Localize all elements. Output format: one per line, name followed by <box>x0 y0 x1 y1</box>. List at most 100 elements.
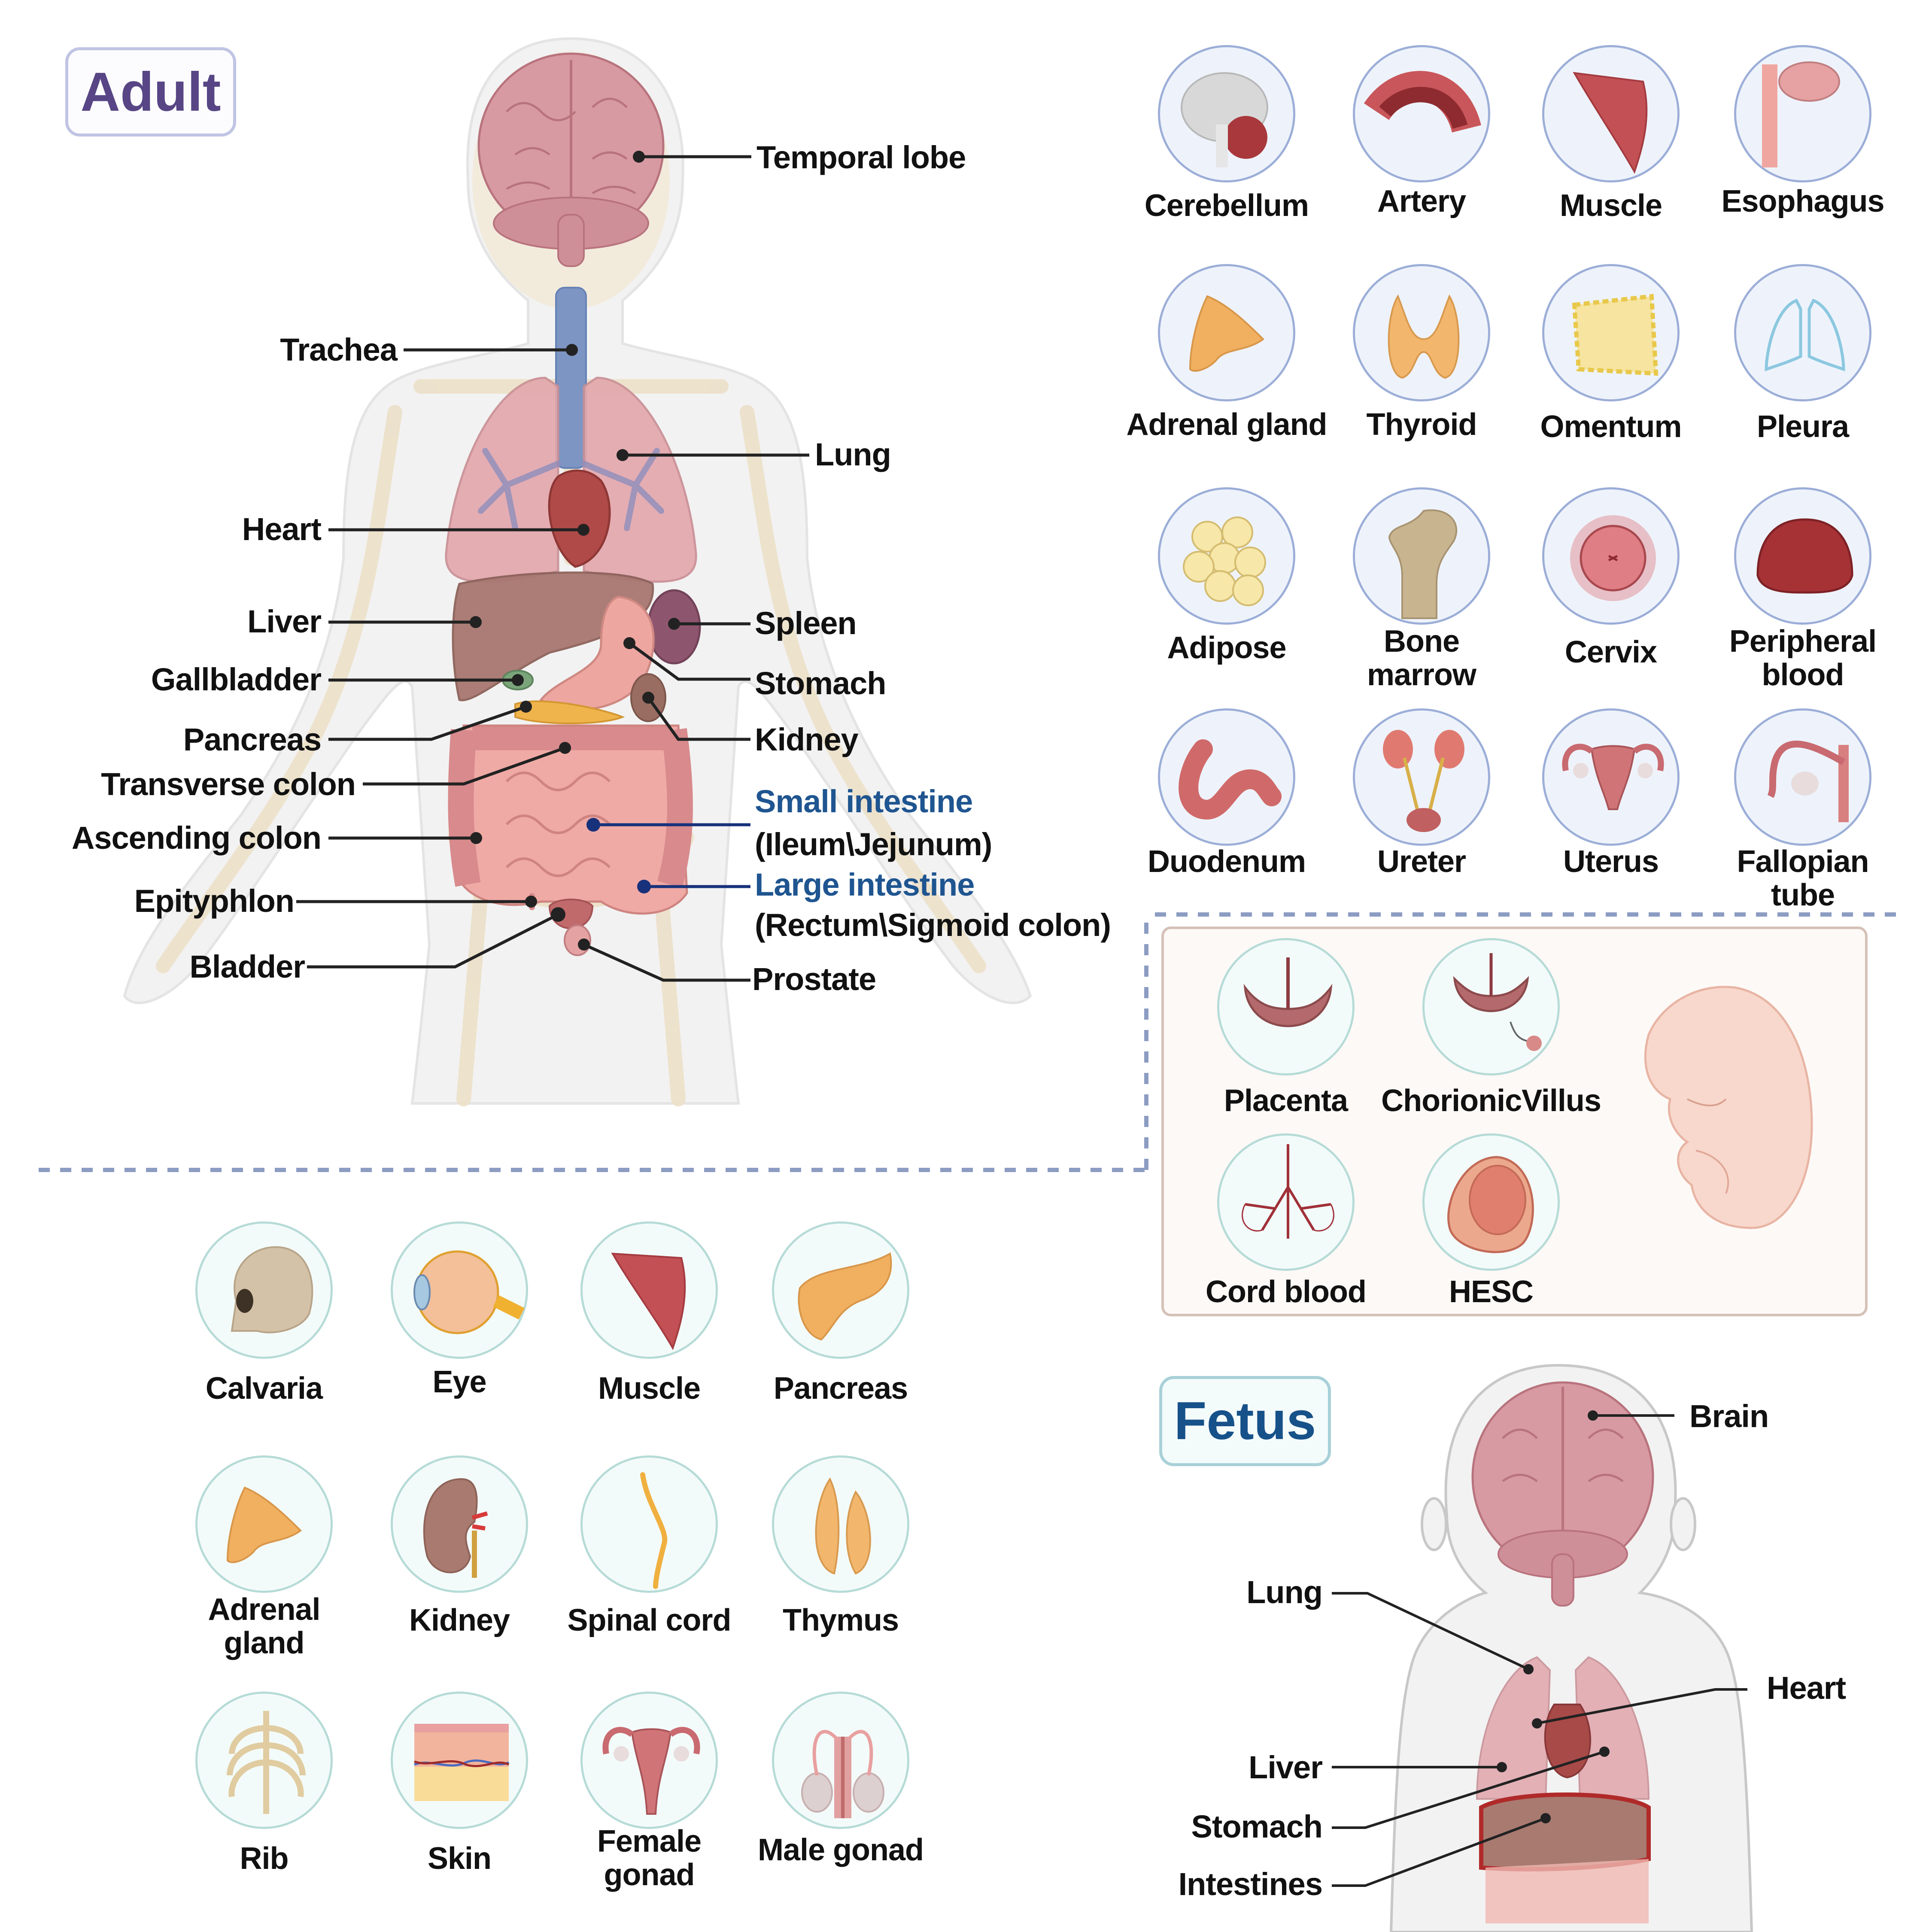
thymus-icon <box>772 1455 909 1593</box>
caption-line: tube <box>1771 878 1835 912</box>
label-spleen: Spleen <box>755 605 857 641</box>
tissue-label: Muscle <box>1559 188 1662 223</box>
label-pancreas: Pancreas <box>183 722 322 757</box>
label-ascending-colon: Ascending colon <box>71 820 322 856</box>
fetus-label-lung: Lung <box>1246 1574 1323 1610</box>
duodenum-icon <box>1158 708 1295 846</box>
liver <box>452 571 654 702</box>
label-liver: Liver <box>247 604 322 639</box>
label-heart: Heart <box>242 511 322 547</box>
male-reproductive-icon <box>772 1692 909 1829</box>
muscle-icon <box>1542 45 1680 182</box>
label-stomach: Stomach <box>755 665 887 701</box>
kidney-icon <box>391 1455 528 1593</box>
pleura-icon <box>1734 264 1871 401</box>
label-gallbladder: Gallbladder <box>151 662 322 697</box>
tissue-label: Thyroid <box>1366 407 1477 442</box>
bone-marrow-icon <box>1353 487 1490 625</box>
tissue-label: Kidney <box>409 1603 510 1637</box>
fetus-label-intestines: Intestines <box>1178 1866 1323 1902</box>
tissue-label: Muscle <box>598 1371 701 1406</box>
tissue-label: Adrenal gland <box>1126 407 1327 442</box>
label-lung: Lung <box>815 437 891 472</box>
adult-body-illustration <box>123 37 1032 1106</box>
fetus-liver <box>1479 1792 1651 1871</box>
caption-line: Female <box>597 1824 702 1859</box>
ribcage-icon <box>195 1692 333 1829</box>
fetus-title: Fetus <box>1174 1391 1316 1451</box>
heart <box>548 469 611 568</box>
leader-dots-blue <box>586 818 651 893</box>
label-temporal-lobe: Temporal lobe <box>756 140 966 175</box>
label-transverse-colon: Transverse colon <box>101 766 356 802</box>
chorionic-villus-icon <box>1422 938 1560 1075</box>
blood-cell-icon <box>1734 487 1871 625</box>
trachea <box>555 287 587 469</box>
caption-line: blood <box>1762 658 1844 692</box>
intestines <box>448 724 693 915</box>
adrenal-gland-icon <box>195 1455 333 1593</box>
fallopian-tube-icon <box>1734 708 1871 846</box>
fetus-title-box: Fetus <box>1159 1376 1331 1466</box>
adipose-icon <box>1158 487 1295 625</box>
brain <box>477 52 665 267</box>
label-small-intestine-sub: (Ileum\Jejunum) <box>755 826 992 862</box>
skin-icon <box>391 1692 528 1829</box>
caption-line: gonad <box>604 1858 695 1892</box>
leader-lines-blue <box>593 823 750 888</box>
fetus-body-illustration <box>1389 1364 1753 1932</box>
caption-line: Adrenal <box>208 1592 320 1627</box>
ureter-icon <box>1353 708 1490 846</box>
tissue-label: Omentum <box>1540 410 1682 444</box>
fetus-label-brain: Brain <box>1689 1398 1769 1434</box>
esophagus-icon <box>1734 45 1871 182</box>
tissue-label: Skin <box>427 1841 492 1876</box>
omentum-icon <box>1542 264 1680 401</box>
tissue-label: Cord blood <box>1206 1275 1367 1309</box>
fetus-brain <box>1471 1381 1654 1607</box>
artery-icon <box>1353 45 1490 182</box>
cervix-icon <box>1542 487 1680 625</box>
label-trachea: Trachea <box>280 332 398 368</box>
caption-line: Bone <box>1384 624 1460 659</box>
tissue-label: ChorionicVillus <box>1381 1084 1601 1118</box>
leader-lines <box>296 155 809 982</box>
label-prostate: Prostate <box>752 961 876 997</box>
tissue-label: Artery <box>1377 184 1466 219</box>
tissue-label: Duodenum <box>1148 844 1306 879</box>
tissue-label: Pancreas <box>773 1371 908 1406</box>
tissue-label: Male gonad <box>757 1833 924 1867</box>
cord-blood-icon <box>1217 1133 1355 1271</box>
spinal-cord-icon <box>580 1455 718 1593</box>
label-large-intestine: Large intestine <box>755 867 975 902</box>
tissue-label: Uterus <box>1563 844 1659 879</box>
fetus-intestines <box>1485 1859 1649 1923</box>
tissue-label: Placenta <box>1224 1084 1348 1118</box>
bronchi <box>478 448 664 531</box>
pancreas-icon <box>772 1221 909 1359</box>
tissue-label: Esophagus <box>1721 184 1884 219</box>
tissue-label: Cerebellum <box>1144 188 1309 223</box>
caption-line: Fallopian <box>1737 844 1869 879</box>
tissue-label: Thymus <box>782 1603 899 1637</box>
female-reproductive-icon <box>580 1692 718 1829</box>
label-bladder: Bladder <box>189 949 305 984</box>
tissue-label: Pleura <box>1756 410 1849 444</box>
body-silhouette <box>123 37 1032 1105</box>
label-small-intestine: Small intestine <box>755 784 973 819</box>
tissue-label: Cervix <box>1564 635 1657 669</box>
caption-line: gland <box>224 1626 305 1660</box>
adult-title: Adult <box>80 61 221 123</box>
tissue-label: HESC <box>1449 1275 1534 1309</box>
uterus-icon <box>1542 708 1680 846</box>
adrenal-gland-icon <box>1158 264 1295 401</box>
fetus-label-liver: Liver <box>1249 1750 1323 1785</box>
caption-line: Peripheral <box>1729 624 1877 659</box>
tissue-label: Rib <box>240 1841 289 1876</box>
embryo-icon <box>1644 986 1813 1229</box>
fetus-label-stomach: Stomach <box>1191 1809 1323 1844</box>
pancreas <box>514 700 625 724</box>
